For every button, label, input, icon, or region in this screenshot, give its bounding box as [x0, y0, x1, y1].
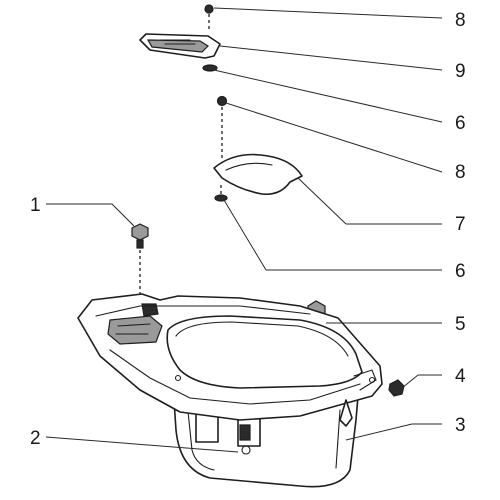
screw-middle — [216, 95, 228, 194]
callout-1: 1 — [30, 195, 41, 216]
top-cover-part — [139, 33, 221, 59]
callout-labels: 8 9 6 8 7 1 6 5 4 3 2 — [30, 10, 466, 449]
callout-8-top: 8 — [455, 10, 466, 31]
clip-part — [388, 379, 405, 397]
washer-top — [202, 64, 218, 72]
middle-cover-part — [213, 153, 303, 196]
callout-8-middle: 8 — [455, 162, 466, 183]
helmet-compartment-part — [77, 293, 383, 488]
callout-9: 9 — [455, 61, 466, 82]
callout-4: 4 — [455, 366, 466, 387]
leader-lines — [45, 7, 443, 453]
callout-3: 3 — [455, 415, 466, 436]
screw-top — [204, 4, 214, 30]
callout-6-middle: 6 — [455, 261, 466, 282]
screw-left — [131, 223, 149, 296]
callout-7: 7 — [455, 214, 466, 235]
callout-6-top: 6 — [455, 113, 466, 134]
washer-middle — [214, 194, 228, 202]
callout-2: 2 — [30, 428, 41, 449]
callout-5: 5 — [455, 314, 466, 335]
